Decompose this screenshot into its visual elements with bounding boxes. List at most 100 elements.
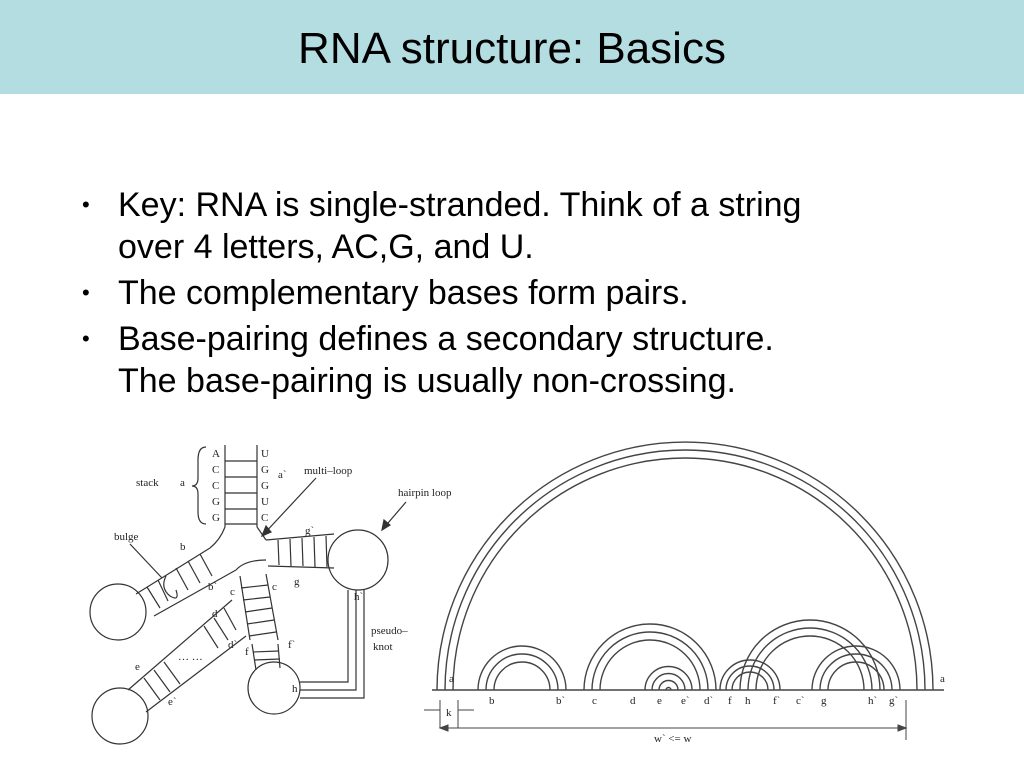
- label-c: c: [230, 586, 235, 598]
- position-label: b: [489, 695, 495, 707]
- base-right: U: [261, 448, 269, 460]
- base-right: U: [261, 496, 269, 508]
- hairpin-loop-e: [91, 687, 149, 745]
- label-a-prime: a`: [278, 469, 287, 481]
- position-label: g`: [889, 695, 898, 707]
- slide-title: RNA structure: Basics: [298, 24, 726, 73]
- position-label: h: [745, 695, 751, 707]
- position-label: f: [728, 695, 732, 707]
- label-b: b: [180, 541, 186, 553]
- label-bulge: bulge: [114, 531, 139, 543]
- span-marker: [438, 700, 908, 740]
- label-b-prime: b`: [208, 581, 217, 593]
- label-hairpin-loop: hairpin loop: [398, 487, 452, 499]
- label-pseudoknot: pseudo–: [371, 625, 408, 637]
- base-pair-arc: [485, 653, 559, 691]
- base-pair-arc: [644, 665, 693, 691]
- label-h-prime: h`: [354, 591, 363, 603]
- multi-loop-arrow: [261, 477, 317, 537]
- bullet-dot-icon: •: [82, 192, 90, 217]
- hairpin-loop-b: [89, 583, 147, 641]
- position-label: a: [940, 673, 945, 685]
- position-label: d`: [704, 695, 713, 707]
- base-pair-arc: [811, 645, 901, 691]
- base-pair-arc: [599, 639, 701, 691]
- label-e: e: [135, 661, 140, 673]
- stem-d-e: [127, 599, 247, 713]
- k-marker: [424, 700, 474, 728]
- base-pair-arc: [591, 631, 709, 691]
- stack-a: [224, 445, 258, 527]
- stem-b: [135, 547, 237, 617]
- label-h: h: [292, 683, 298, 695]
- bullet-item: • Key: RNA is single-stranded. Think of …: [72, 184, 972, 268]
- base-pair-arc: [436, 441, 934, 691]
- bullet-line: The base-pairing is usually non-crossing…: [118, 362, 736, 400]
- position-label: h`: [868, 695, 877, 707]
- base-pair-arc: [725, 665, 775, 691]
- base-left: G: [212, 496, 220, 508]
- base-pair-arc: [583, 623, 717, 691]
- k-label: k: [446, 707, 452, 719]
- span-label: w` <= w: [654, 733, 692, 745]
- position-label: c: [592, 695, 597, 707]
- stem-c: [239, 573, 279, 641]
- base-left: G: [212, 512, 220, 524]
- backbone: [209, 526, 226, 549]
- bullet-line: Base-pairing defines a secondary structu…: [118, 320, 774, 358]
- pseudoknot-lines: [300, 590, 365, 699]
- bullet-dot-icon: •: [82, 280, 90, 305]
- position-label: e`: [681, 695, 690, 707]
- position-label: c`: [796, 695, 805, 707]
- bulge-loop: [163, 575, 178, 599]
- stem-g: [265, 533, 335, 569]
- label-a: a: [180, 477, 185, 489]
- base-right: G: [261, 480, 269, 492]
- label-g-prime: g`: [305, 525, 314, 537]
- position-label: a: [449, 673, 454, 685]
- position-label: f`: [773, 695, 780, 707]
- base-left: C: [212, 464, 219, 476]
- base-right: G: [261, 464, 269, 476]
- base-pair-arc: [827, 661, 885, 691]
- position-label: g: [821, 695, 827, 707]
- bullet-item: • The complementary bases form pairs.: [72, 272, 972, 314]
- bullet-list: • Key: RNA is single-stranded. Think of …: [72, 184, 972, 406]
- label-dots: … …: [178, 651, 203, 663]
- bullet-line: over 4 letters, AC,G, and U.: [118, 228, 534, 266]
- bullet-line: Key: RNA is single-stranded. Think of a …: [118, 186, 802, 224]
- label-e-prime: e`: [168, 696, 177, 708]
- backbone: [256, 526, 267, 541]
- base-left: A: [212, 448, 220, 460]
- label-stack: stack: [136, 477, 159, 489]
- position-label: b`: [556, 695, 565, 707]
- title-bar: RNA structure: Basics: [0, 0, 1024, 94]
- base-pair-arc: [444, 449, 926, 691]
- base-pair-arc: [819, 653, 893, 691]
- base-pair-arc: [755, 635, 865, 691]
- bullet-item: • Base-pairing defines a secondary struc…: [72, 318, 972, 402]
- stem-f: [251, 643, 281, 671]
- base-pair-arc: [719, 659, 781, 691]
- position-label: e: [657, 695, 662, 707]
- hairpin-loop-h: [247, 661, 301, 715]
- base-pair-arc: [651, 672, 686, 691]
- label-f-prime: f`: [288, 639, 295, 651]
- bulge-arrow: [129, 543, 163, 579]
- bullet-line: The complementary bases form pairs.: [118, 274, 689, 312]
- base-pair-arc: [747, 627, 873, 691]
- label-pseudoknot: knot: [373, 641, 393, 653]
- base-pair-arc: [493, 661, 551, 691]
- label-g: g: [294, 576, 300, 588]
- base-pair-arc: [477, 645, 567, 691]
- label-c-prime: c: [272, 581, 277, 593]
- bullet-dot-icon: •: [82, 326, 90, 351]
- label-f: f: [245, 646, 249, 658]
- backbone: [235, 559, 267, 571]
- hairpin-loop-g: [327, 529, 389, 591]
- stack-brace: [191, 446, 207, 525]
- label-d-prime: d`: [228, 639, 237, 651]
- arrow-head-icon: [381, 518, 392, 532]
- base-pair-arc: [658, 679, 679, 691]
